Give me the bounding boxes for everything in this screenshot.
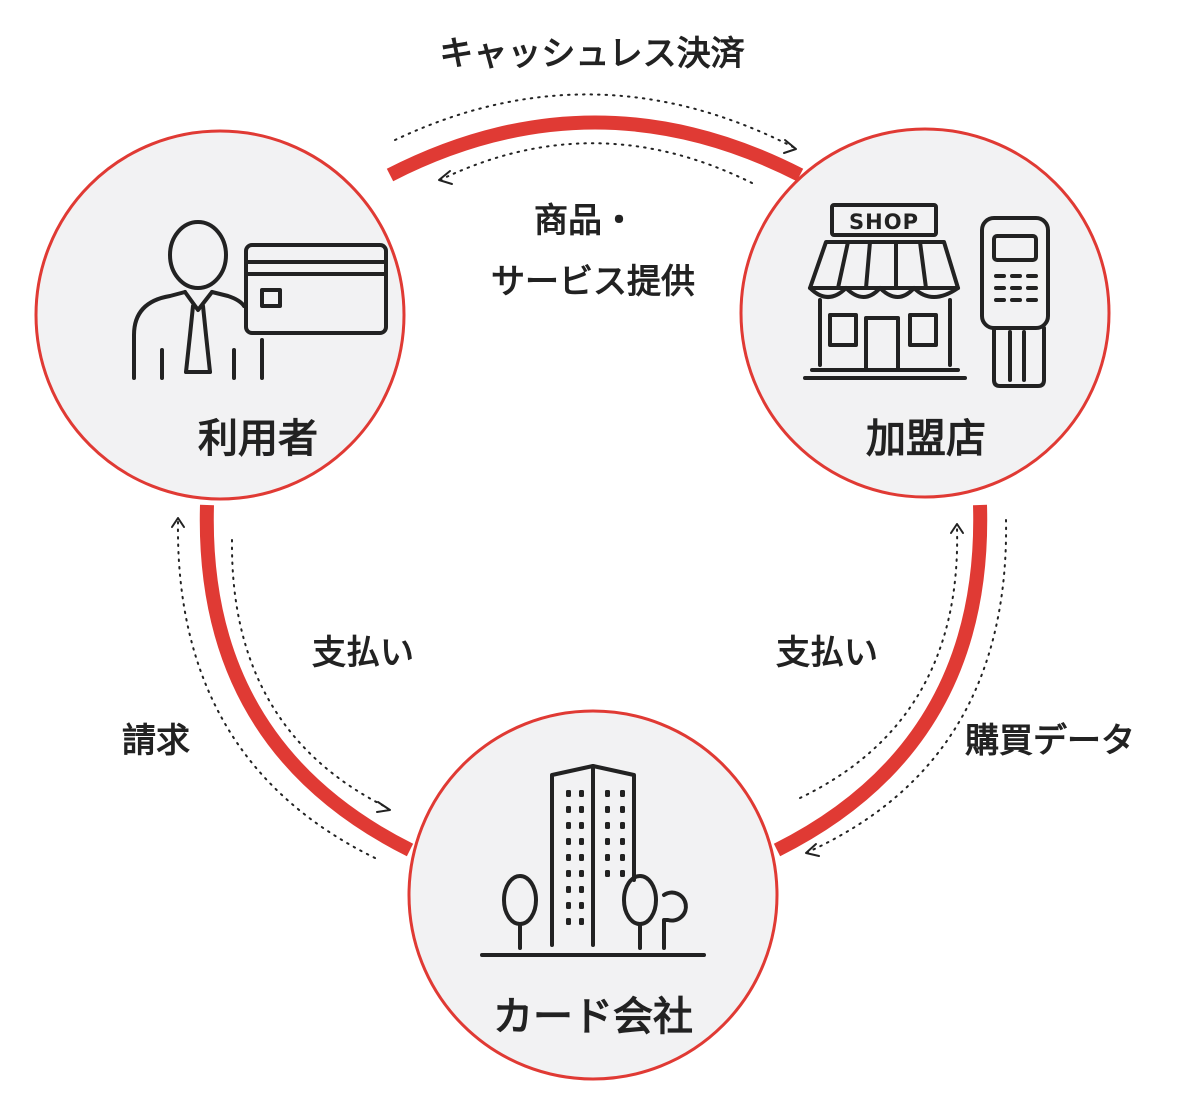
- building-window: [620, 790, 625, 797]
- office-building-with-trees-icon: [480, 764, 706, 957]
- node-card-company: カード会社: [407, 709, 779, 1081]
- connection-user-merchant: [386, 115, 804, 182]
- flow-label-goods-line1: 商品・: [534, 201, 636, 241]
- building-window: [579, 886, 584, 893]
- building-window: [605, 790, 610, 797]
- building-window: [579, 870, 584, 877]
- node-user-circle: [34, 129, 406, 501]
- person-with-card-icon: [132, 220, 388, 380]
- flow-label-billing: 請求: [122, 721, 190, 761]
- shop-sign-text: SHOP: [849, 210, 919, 234]
- arrow-payment-right: [799, 527, 959, 799]
- building-window: [566, 886, 571, 893]
- building-window: [566, 790, 571, 797]
- arrowhead: [438, 170, 453, 185]
- building-window: [566, 822, 571, 829]
- arrow-purchase-data: [807, 519, 1008, 853]
- flow-label-payment-left: 支払い: [312, 633, 414, 673]
- flow-label-purchase-data: 購買データ: [965, 721, 1135, 761]
- arrowhead: [783, 139, 797, 154]
- building-window: [605, 870, 610, 877]
- node-merchant: SHOP 加盟店: [739, 127, 1111, 499]
- building-window: [605, 806, 610, 813]
- building-window: [620, 838, 625, 845]
- building-window: [620, 806, 625, 813]
- node-user-label: 利用者: [198, 416, 318, 462]
- building-window: [566, 838, 571, 845]
- building-window: [579, 902, 584, 909]
- building-window: [605, 822, 610, 829]
- building-window: [566, 902, 571, 909]
- building-window: [566, 918, 571, 925]
- building-window: [605, 854, 610, 861]
- building-window: [579, 822, 584, 829]
- building-window: [579, 854, 584, 861]
- building-windows: [566, 790, 625, 925]
- building-window: [605, 838, 610, 845]
- connection-merchant-card-company: [773, 504, 988, 857]
- building-window: [579, 790, 584, 797]
- building-window: [579, 806, 584, 813]
- arrowhead: [950, 523, 964, 534]
- building-window: [579, 918, 584, 925]
- node-merchant-label: 加盟店: [866, 416, 986, 462]
- shop-and-card-terminal-icon: [803, 203, 1050, 388]
- building-window: [620, 822, 625, 829]
- arrow-payment-left: [230, 539, 389, 809]
- building-window: [620, 870, 625, 877]
- building-window: [579, 838, 584, 845]
- flow-label-goods-line2: サービス提供: [491, 262, 695, 302]
- arrowhead: [171, 517, 185, 528]
- connection-ring: [199, 115, 988, 857]
- arrow-billing: [176, 521, 376, 859]
- node-user: 利用者: [34, 129, 406, 501]
- building-window: [566, 854, 571, 861]
- flow-label-cashless-payment: キャッシュレス決済: [439, 34, 745, 74]
- arrow-goods-service: [439, 142, 753, 184]
- flow-label-payment-right: 支払い: [776, 633, 878, 673]
- building-window: [620, 854, 625, 861]
- arrowhead: [376, 801, 391, 813]
- connection-user-card-company: [199, 504, 414, 857]
- building-window: [566, 870, 571, 877]
- node-card-company-label: カード会社: [493, 994, 693, 1040]
- building-window: [566, 806, 571, 813]
- arrowhead: [805, 843, 820, 857]
- flow-arrows: [171, 93, 1008, 859]
